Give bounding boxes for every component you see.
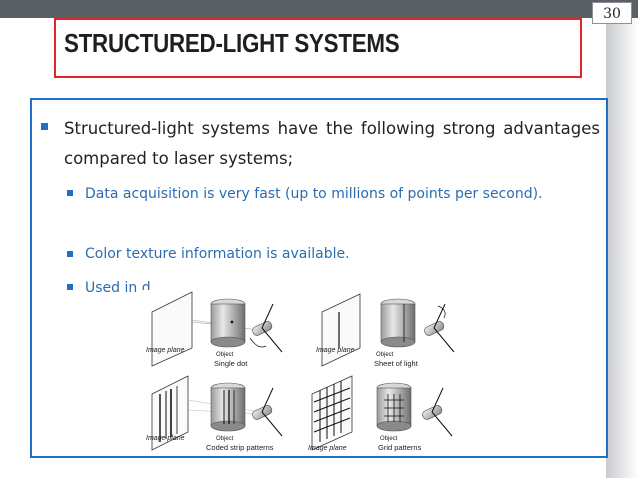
pattern-label: Coded strip patterns xyxy=(206,443,274,452)
object-label: Object xyxy=(216,352,234,358)
bullet-marker xyxy=(41,123,48,130)
sub-bullet-marker xyxy=(67,190,73,196)
content-box xyxy=(30,98,608,458)
object-label: Object xyxy=(380,436,398,442)
sub-bullet-text: Used in d xyxy=(85,280,151,296)
title-frame xyxy=(54,18,582,78)
structured-light-figure: Image plane Object Single dot Image plan… xyxy=(142,290,472,454)
sub-bullet-text: Data acquisition is very fast (up to mil… xyxy=(85,186,543,202)
main-bullet-text: Structured-light systems have the follow… xyxy=(64,119,600,168)
panel-sheet-of-light: Image plane Object Sheet of light xyxy=(316,293,455,368)
sub-bullet-marker xyxy=(67,284,73,290)
image-plane-label: Image plane xyxy=(146,435,185,442)
sub-bullet-marker xyxy=(67,251,73,257)
image-plane-label: Image plane xyxy=(308,445,347,452)
panel-grid-patterns: Image plane Object Grid patterns xyxy=(308,375,453,452)
pattern-label: Sheet of light xyxy=(374,359,419,368)
slide-top-band xyxy=(0,0,638,18)
slide-right-strip xyxy=(606,18,638,478)
pattern-label: Single dot xyxy=(214,359,248,368)
object-label: Object xyxy=(376,352,394,358)
panel-single-dot: Image plane Object Single dot xyxy=(146,291,283,368)
panel-coded-strip-patterns: Image plane Object Coded strip patterns xyxy=(146,375,283,452)
image-plane-label: Image plane xyxy=(316,347,355,354)
page-number: 30 xyxy=(592,2,632,24)
image-plane-label: Image plane xyxy=(146,347,185,354)
structured-light-diagram: Image plane Object Single dot Image plan… xyxy=(146,291,455,452)
object-label: Object xyxy=(216,436,234,442)
slide-title: STRUCTURED-LIGHT SYSTEMS xyxy=(64,28,400,58)
pattern-label: Grid patterns xyxy=(378,443,422,452)
sub-bullet-text: Color texture information is available. xyxy=(85,246,350,262)
